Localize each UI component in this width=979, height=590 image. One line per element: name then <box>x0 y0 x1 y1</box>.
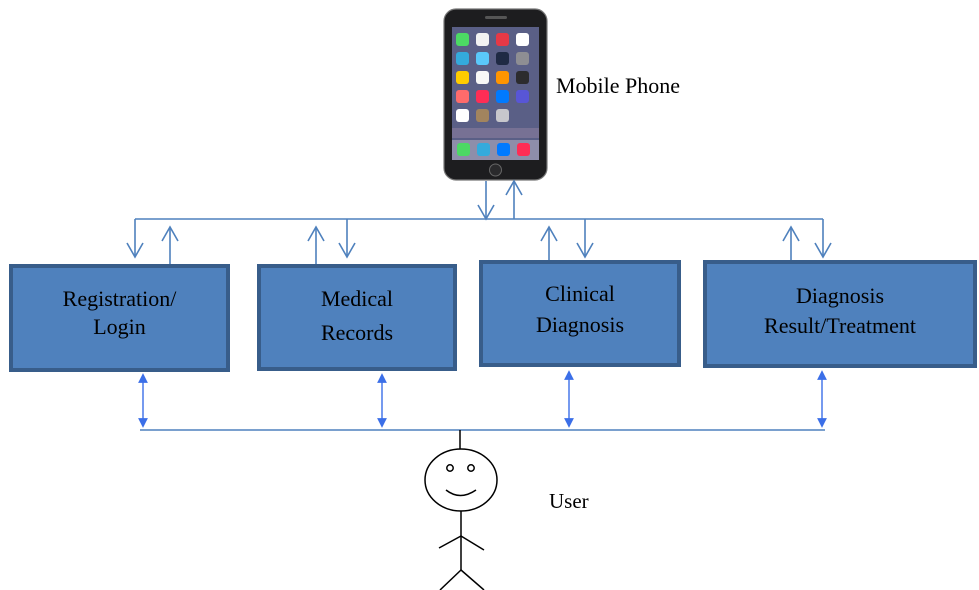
module-box-medical-records: Medical Records <box>257 264 457 371</box>
module-label-line: Clinical <box>545 281 615 306</box>
module-label-line: Records <box>321 320 393 345</box>
stick-figure-icon <box>424 430 498 590</box>
module-label-line: Diagnosis <box>536 312 624 337</box>
module-box-diagnosis-result: Diagnosis Result/Treatment <box>703 260 977 368</box>
module-box-registration: Registration/ Login <box>9 264 230 372</box>
module-box-clinical-diagnosis: Clinical Diagnosis <box>479 260 681 367</box>
module-label-line: Medical <box>321 286 393 311</box>
module-label-line: Result/Treatment <box>764 313 916 338</box>
phone-label: Mobile Phone <box>556 73 680 98</box>
user-connectors <box>138 370 827 431</box>
top-connectors <box>126 179 832 266</box>
module-label-line: Registration/ <box>63 286 178 311</box>
module-label-line: Diagnosis <box>796 283 884 308</box>
smartphone-icon <box>443 8 548 181</box>
module-label-line: Login <box>93 314 146 339</box>
user-label: User <box>549 489 589 513</box>
